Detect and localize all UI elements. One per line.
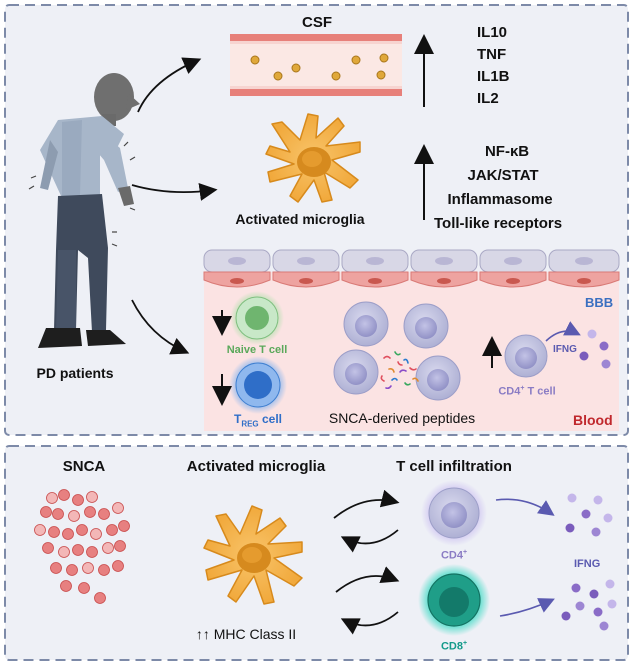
arrow-to-blood <box>131 299 190 355</box>
t-cell-infiltration-label: T cell infiltration <box>396 458 512 475</box>
cd8-label-bottom: CD8+ <box>441 640 467 653</box>
pathway-list: NF-κB JAK/STAT Inflammasome Toll-like re… <box>434 140 562 236</box>
naive-t-cell-label: Naive T cell <box>226 344 288 356</box>
treg-cell <box>229 356 287 414</box>
cytokine-tnf: TNF <box>477 46 507 63</box>
csf-vessel <box>230 34 402 96</box>
ifng-label-top: IFNG <box>553 344 577 355</box>
cd4-suffix: T cell <box>524 385 556 398</box>
snca-peptides-label: SNCA-derived peptides <box>328 410 476 426</box>
ifng-label-bottom: IFNG <box>574 558 601 570</box>
naive-t-cell <box>230 291 284 345</box>
cd4-label-bottom: CD4+ <box>441 549 467 562</box>
cytokine-il2: IL2 <box>477 90 499 107</box>
cd8-cell-bottom <box>418 564 490 636</box>
cd4-sup: + <box>520 385 525 392</box>
mhc-class-ii-label: ↑↑ MHC Class II <box>195 626 297 642</box>
cd8-label-sup: + <box>462 640 468 647</box>
cd4-label-sup: + <box>462 549 468 556</box>
arrow-cd4-to-microglia <box>340 529 399 553</box>
arrow-microglia-to-cd4 <box>333 489 400 519</box>
ifng-dots-top <box>579 329 611 369</box>
microglia-label-bottom: Activated microglia <box>186 458 326 475</box>
cd4-ifng-arrow-bottom <box>495 498 555 516</box>
arrow-to-microglia <box>131 183 218 201</box>
cd8-label-text: CD8 <box>440 640 463 653</box>
pathway-inflammasome: Inflammasome <box>447 191 553 208</box>
treg-subscript: REG <box>241 419 259 429</box>
treg-cell-label: TREG cell <box>234 412 282 428</box>
blood-cells <box>333 301 461 401</box>
arrow-microglia-to-cd8 <box>335 566 400 593</box>
cd8-ifng-arrow-bottom <box>499 598 555 617</box>
cd4-cell-bottom <box>421 480 487 546</box>
cd4-t-cell-blood <box>504 334 548 378</box>
microglia-label-top: Activated microglia <box>235 211 365 227</box>
cytokine-il1b: IL1B <box>477 68 510 85</box>
cytokine-list: IL10 TNF IL1B IL2 <box>477 22 510 110</box>
snca-peptides <box>380 351 419 390</box>
pathway-jakstat: JAK/STAT <box>467 167 539 184</box>
arrow-to-csf <box>137 57 202 113</box>
cytokine-il10: IL10 <box>477 24 508 41</box>
snca-aggregates <box>34 489 130 604</box>
blood-label: Blood <box>573 412 613 428</box>
pathway-nfkb: NF-κB <box>484 143 530 160</box>
microglia-bottom <box>203 505 303 605</box>
bbb-label: BBB <box>585 295 614 310</box>
cd4-ifng-arrow <box>545 321 581 342</box>
treg-suffix: cell <box>258 412 283 426</box>
csf-label: CSF <box>302 14 332 31</box>
arrow-cd8-to-microglia <box>340 611 399 635</box>
bottom-panel <box>4 445 629 661</box>
bbb-layer <box>203 249 620 273</box>
snca-label: SNCA <box>62 458 106 475</box>
cd4-label-text: CD4 <box>440 549 463 562</box>
ifng-dots-bottom <box>561 493 617 631</box>
pd-patients-label: PD patients <box>36 365 114 381</box>
pathway-tlr: Toll-like receptors <box>434 215 563 232</box>
cd4-t-cell-label: CD4+ T cell <box>498 385 555 398</box>
cd4-prefix: CD4 <box>498 385 521 398</box>
microglia-top <box>265 113 361 203</box>
pd-patient-figure <box>28 73 140 348</box>
treg-prefix: T <box>233 412 242 426</box>
